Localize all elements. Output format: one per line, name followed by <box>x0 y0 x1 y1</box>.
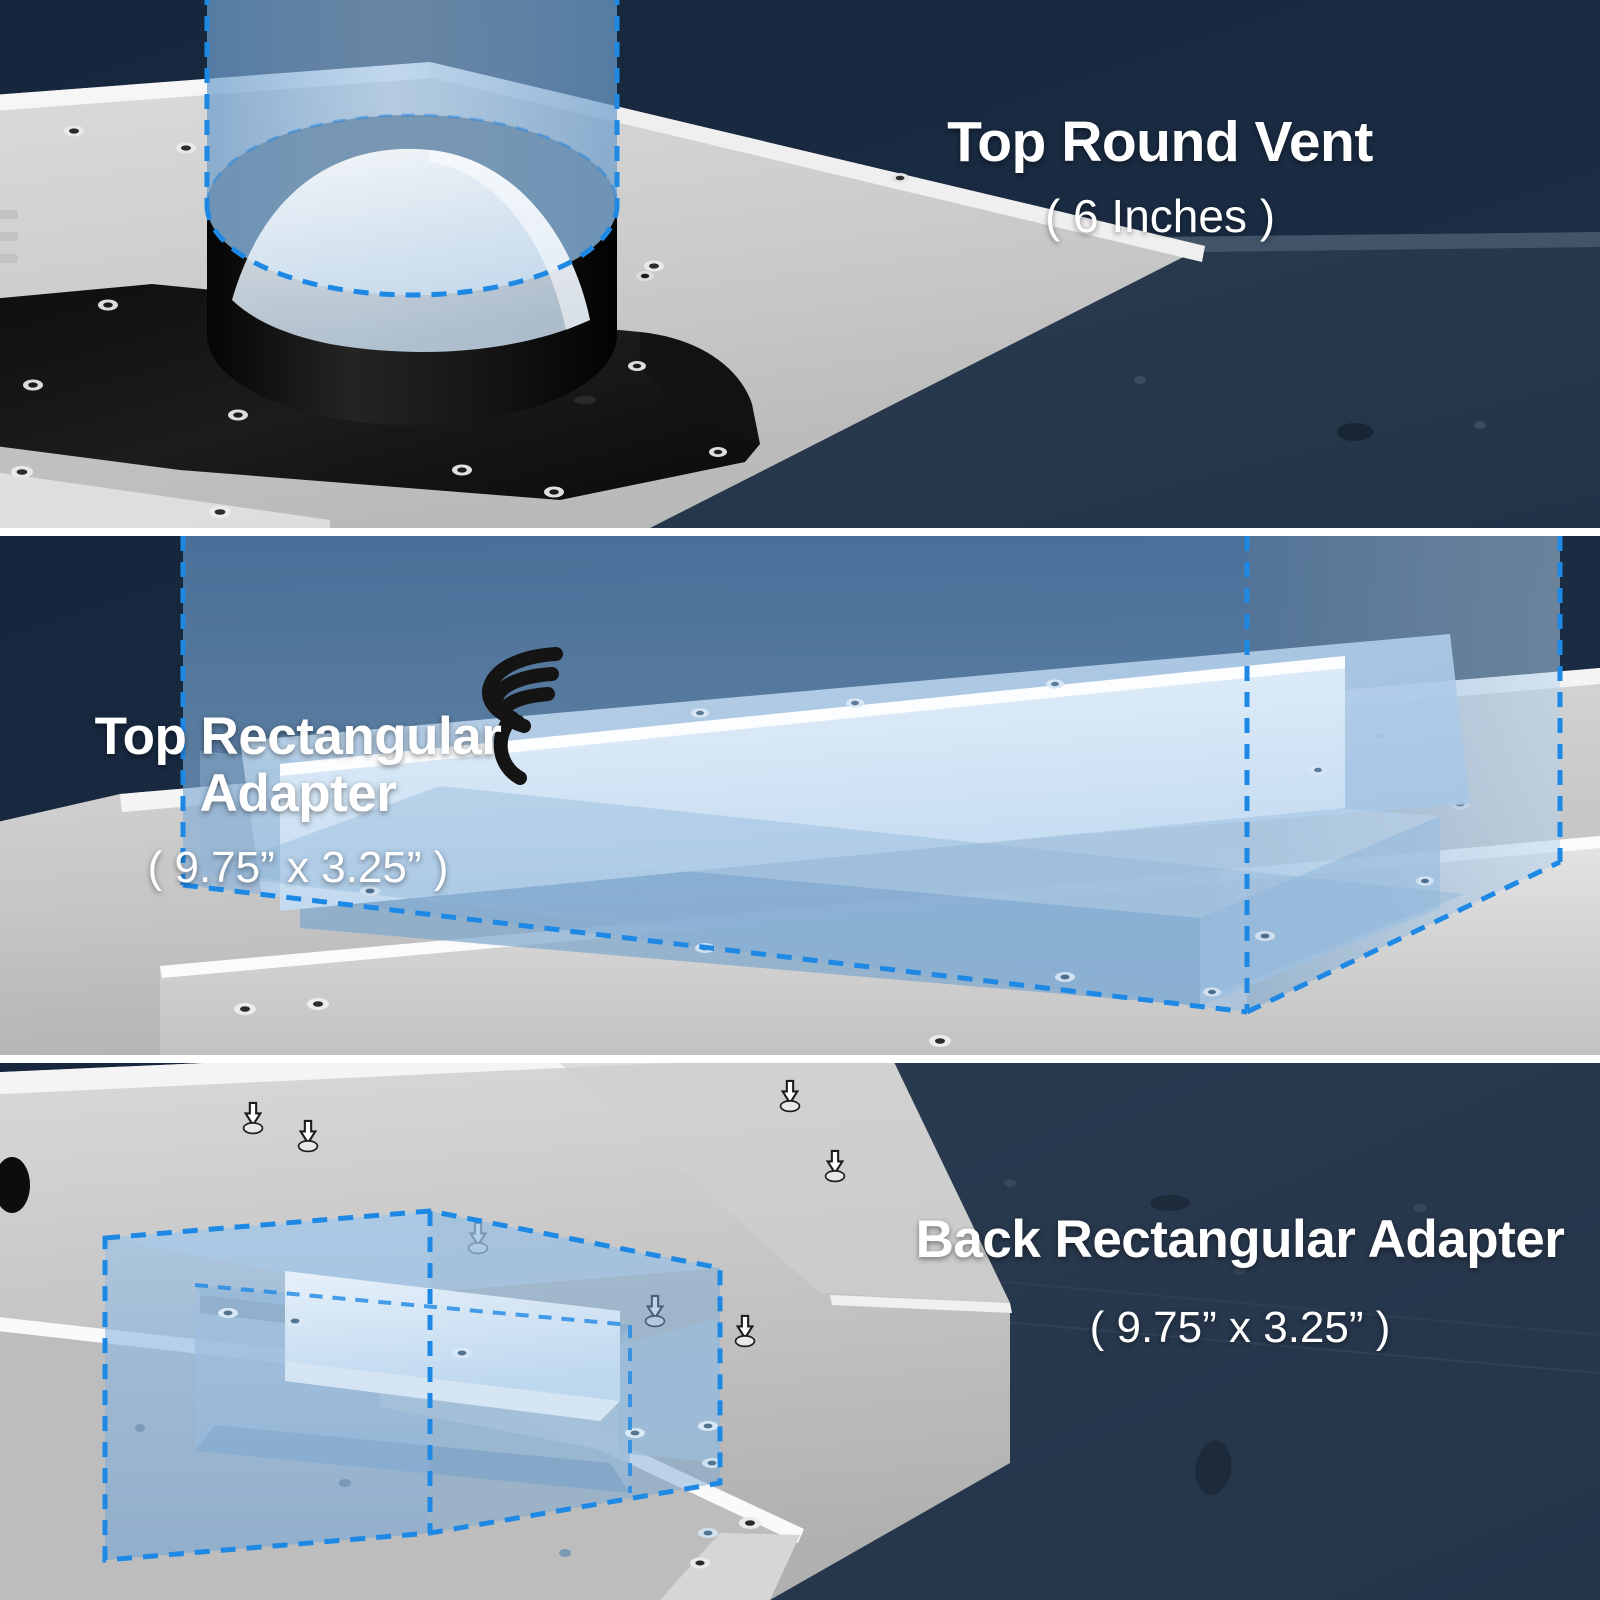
hood-right-chamfer <box>430 62 1205 262</box>
adapter-damper-flap <box>280 656 1345 911</box>
adapter-box-body-side <box>1200 816 1440 1006</box>
caption-back-rectangular-adapter: Back Rectangular Adapter ( 9.75” x 3.25”… <box>900 1211 1580 1352</box>
adapter-bottom-flange <box>200 786 1465 994</box>
duct-inner-right-wall <box>618 1318 720 1463</box>
mount-clip-group <box>242 1079 846 1348</box>
back-rect-adapter-illustration <box>0 1063 1600 1600</box>
damper-flap-face <box>285 1361 620 1421</box>
caption-top-round-vent: Top Round Vent ( 6 Inches ) <box>830 110 1490 242</box>
round-vent-illustration <box>0 0 1600 528</box>
caption-title: Top Round Vent <box>947 110 1373 174</box>
blue-dashed-outline <box>102 1208 723 1563</box>
top-rect-adapter-illustration <box>0 536 1600 1055</box>
panel-top-round-vent: Top Round Vent ( 6 Inches ) <box>0 0 1600 528</box>
hood-back-screw-group <box>690 1517 761 1569</box>
hood-upper-flange <box>560 1063 1010 1303</box>
hood-knockout-hole <box>0 1157 30 1213</box>
blue-dashed-back-arc <box>205 113 619 206</box>
translucent-duct-top-face <box>105 1211 720 1295</box>
blue-dashed-inner-outline <box>194 1283 632 1493</box>
panel-back-rectangular-adapter: Back Rectangular Adapter ( 9.75” x 3.25”… <box>0 1063 1600 1600</box>
panel-top-rectangular-adapter: Top Rectangular Adapter ( 9.75” x 3.25” … <box>0 536 1600 1055</box>
caption-subtitle: ( 9.75” x 3.25” ) <box>1089 1303 1391 1353</box>
caption-subtitle: ( 6 Inches ) <box>1044 189 1276 242</box>
black-plate-notch <box>640 332 760 444</box>
adapter-damper-flap <box>285 1271 620 1401</box>
duct-screw-group <box>135 1308 722 1557</box>
damper-flap-highlight <box>430 150 590 330</box>
hood-shaded-screw <box>1474 421 1486 429</box>
hood-front-screw-group <box>234 998 951 1047</box>
caption-title: Back Rectangular Adapter <box>915 1210 1565 1269</box>
caption-title: Top Rectangular Adapter <box>94 707 502 824</box>
hood-shaded-hole <box>1337 423 1373 441</box>
adapter-screw-group <box>360 679 1434 997</box>
hood-shaded-screw <box>1134 376 1146 384</box>
hood-right-face <box>660 1533 800 1600</box>
power-cord-loops <box>482 647 563 785</box>
panel-divider-1 <box>0 528 1600 536</box>
panel-divider-2 <box>0 1055 1600 1063</box>
caption-subtitle: ( 9.75” x 3.25” ) <box>147 843 449 893</box>
blue-dashed-outline <box>204 0 620 298</box>
hood-upper-flange-edge <box>830 1295 1012 1313</box>
damper-flap-edge <box>280 656 1345 776</box>
damper-flap <box>232 148 590 352</box>
caption-top-rectangular-adapter: Top Rectangular Adapter ( 9.75” x 3.25” … <box>8 708 588 892</box>
hood-front-lip <box>0 472 330 528</box>
blue-dashed-outline <box>180 536 1563 1015</box>
